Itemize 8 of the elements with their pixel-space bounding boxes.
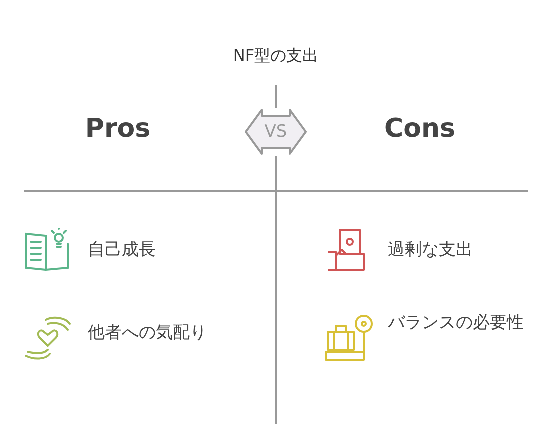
vs-label: VS bbox=[264, 122, 288, 142]
column-heading: Pros bbox=[84, 114, 152, 144]
list-item-text: 過剰な支出 bbox=[388, 239, 474, 262]
list-item-text: 他者への気配り bbox=[88, 322, 208, 344]
list-item-text: バランスの必要性 bbox=[388, 312, 525, 334]
column-heading: Cons bbox=[384, 114, 456, 144]
title: NF型の支出 bbox=[232, 46, 320, 67]
list-item-text: 自己成長 bbox=[88, 239, 157, 262]
